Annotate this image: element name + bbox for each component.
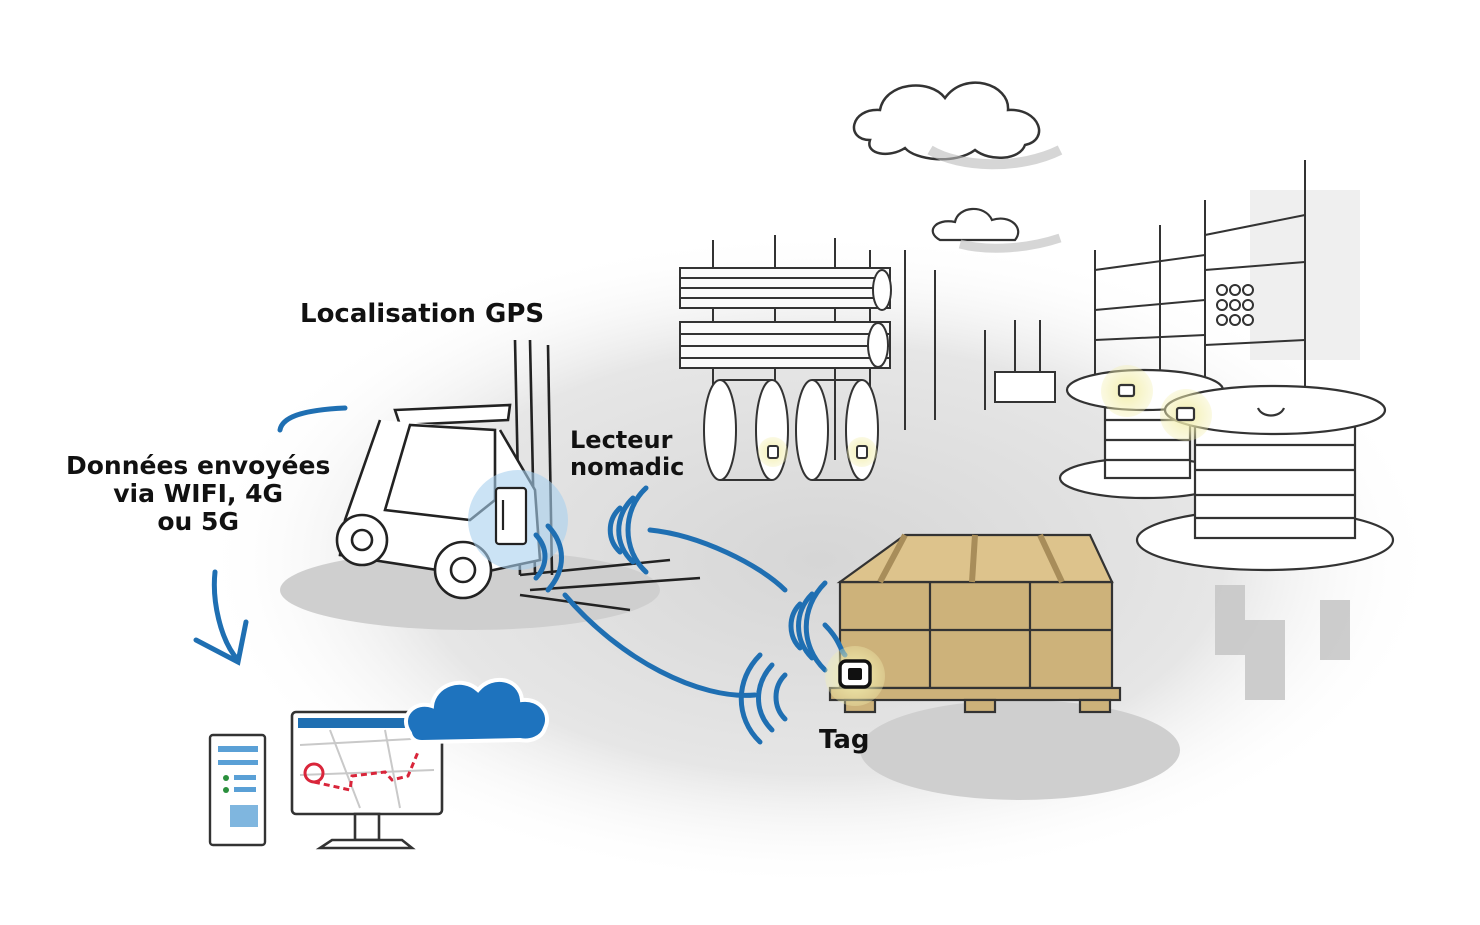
monitor-map-icon bbox=[290, 710, 444, 850]
cloud-icon bbox=[404, 677, 549, 745]
handheld-reader-icon bbox=[494, 486, 528, 546]
sky-cloud-large bbox=[852, 81, 1063, 170]
reader-label: Lecteur nomadic bbox=[570, 426, 685, 481]
signal-waves bbox=[193, 405, 848, 745]
forklift bbox=[335, 339, 701, 612]
tag-label: Tag bbox=[819, 725, 870, 755]
rfid-tag-icon bbox=[825, 646, 885, 706]
reel-shadows bbox=[1215, 585, 1350, 700]
cable-reel-right-2 bbox=[1135, 384, 1395, 572]
gps-location-label: Localisation GPS bbox=[300, 299, 545, 329]
data-transmission-label: Données envoyées via WIFI, 4G ou 5G bbox=[66, 451, 331, 536]
pallet-shadow bbox=[860, 700, 1180, 800]
server-icon bbox=[208, 733, 267, 847]
warehouse-racks-right bbox=[984, 160, 1360, 410]
pallet-boxes bbox=[828, 533, 1122, 714]
sky-cloud-small bbox=[931, 207, 1062, 253]
cable-reels-back bbox=[703, 379, 879, 481]
